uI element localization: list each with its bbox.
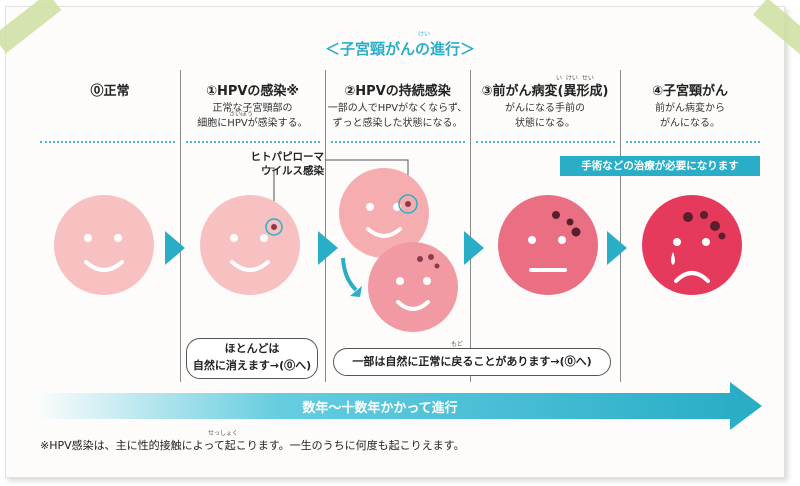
stage-2-title: ②HPVの持続感染: [344, 84, 451, 99]
treatment-banner: 手術などの治療が必要になります: [560, 156, 760, 176]
virus-callout-text: ヒトパピローマウイルス感染: [250, 151, 325, 177]
column-divider-4: [620, 70, 621, 382]
stage-1-ruby: さいぼう: [229, 111, 254, 118]
virus-icon: [271, 224, 277, 230]
stage-3-desc: がんになる手前の状態になる。: [470, 101, 620, 131]
stage-4-title: ④子宮頸がん: [651, 84, 728, 99]
bubble-mostly-clear: ほとんどは自然に消えます→(⓪へ): [186, 338, 318, 379]
dotted-rule-3: [476, 141, 615, 143]
face-normal: [54, 195, 154, 295]
face-cancer: [642, 195, 742, 295]
title-ruby: けい: [418, 31, 431, 38]
bubble-some-return: 一部は自然に正常に戻ることがあります→(⓪へ): [333, 348, 611, 376]
bubble-ruby: もど: [451, 341, 463, 348]
stage-0-title: ⓪正常: [90, 84, 130, 99]
column-divider-3: [470, 70, 471, 382]
lesion-icon-3: [571, 227, 581, 237]
stage-2-desc: 一部の人でHPVがなくならず、ずっと感染した状態になる。: [325, 101, 470, 131]
progress-arrow-label: 数年〜十数年かかって進行: [302, 401, 458, 416]
dotted-rule-2: [331, 141, 465, 143]
tumor-icon-3: [710, 221, 720, 231]
face-persistent-bottom: [368, 242, 458, 332]
footnote: ※HPV感染は、主に性的接触によって起こります。一生のうちに何度も起こりえます。: [40, 439, 465, 452]
virus-icon-2: [405, 201, 411, 207]
face-infected: [200, 195, 300, 295]
dotted-rule-4: [626, 141, 760, 143]
face-precancer: [498, 195, 598, 295]
virus-icon-3: [417, 256, 423, 262]
virus-icon-5: [434, 263, 440, 269]
stage-3-ruby: い けい せい: [556, 75, 594, 82]
stage-3-desc-text: がんになる手前の状態になる。: [505, 103, 585, 129]
column-divider-2: [325, 70, 326, 382]
progress-arrow-head: [730, 382, 762, 430]
virus-icon-4: [428, 254, 434, 260]
dotted-rule-0: [40, 141, 175, 143]
curved-arrow-head: [350, 286, 362, 297]
tumor-icon-1: [683, 212, 693, 222]
diagram-title: ＜子宮頸がんの進行＞: [324, 40, 475, 58]
stage-arrow-4: [607, 231, 627, 265]
bubble-mostly-clear-text: ほとんどは自然に消えます→(⓪へ): [192, 342, 312, 372]
lesion-icon-2: [566, 218, 574, 226]
progress-arrow-bar: [34, 393, 730, 419]
stage-4-desc-text: 前がん病変からがんになる。: [655, 103, 725, 129]
dotted-rule-1: [186, 141, 320, 143]
virus-highlight-ring: [265, 218, 283, 236]
tear-icon: [671, 252, 675, 265]
stage-3-title: ③前がん病変(異形成): [481, 84, 609, 99]
stage-2-desc-text: 一部の人でHPVがなくならず、ずっと感染した状態になる。: [327, 103, 468, 129]
stage-4-desc: 前がん病変からがんになる。: [620, 101, 760, 131]
footnote-ruby: せっしょく: [208, 430, 239, 437]
tumor-icon-2: [700, 211, 708, 219]
stage-arrow-3: [464, 231, 484, 265]
virus-highlight-ring-2: [398, 194, 418, 214]
lesion-icon-1: [552, 211, 560, 219]
stage-1-desc: 正常な子宮頸部の細胞にHPVが感染する。: [180, 101, 325, 131]
virus-callout-label: ヒトパピローマウイルス感染: [234, 150, 325, 178]
stage-arrow-2: [318, 231, 338, 265]
column-divider-1: [180, 70, 181, 382]
stage-arrow-1: [165, 231, 185, 265]
stage-1-desc-text: 正常な子宮頸部の細胞にHPVが感染する。: [197, 103, 308, 129]
tumor-icon-4: [718, 232, 726, 240]
curved-arrow: [341, 257, 358, 292]
stage-1-title: ①HPVの感染※: [205, 84, 300, 99]
face-persistent-top: [339, 168, 429, 258]
